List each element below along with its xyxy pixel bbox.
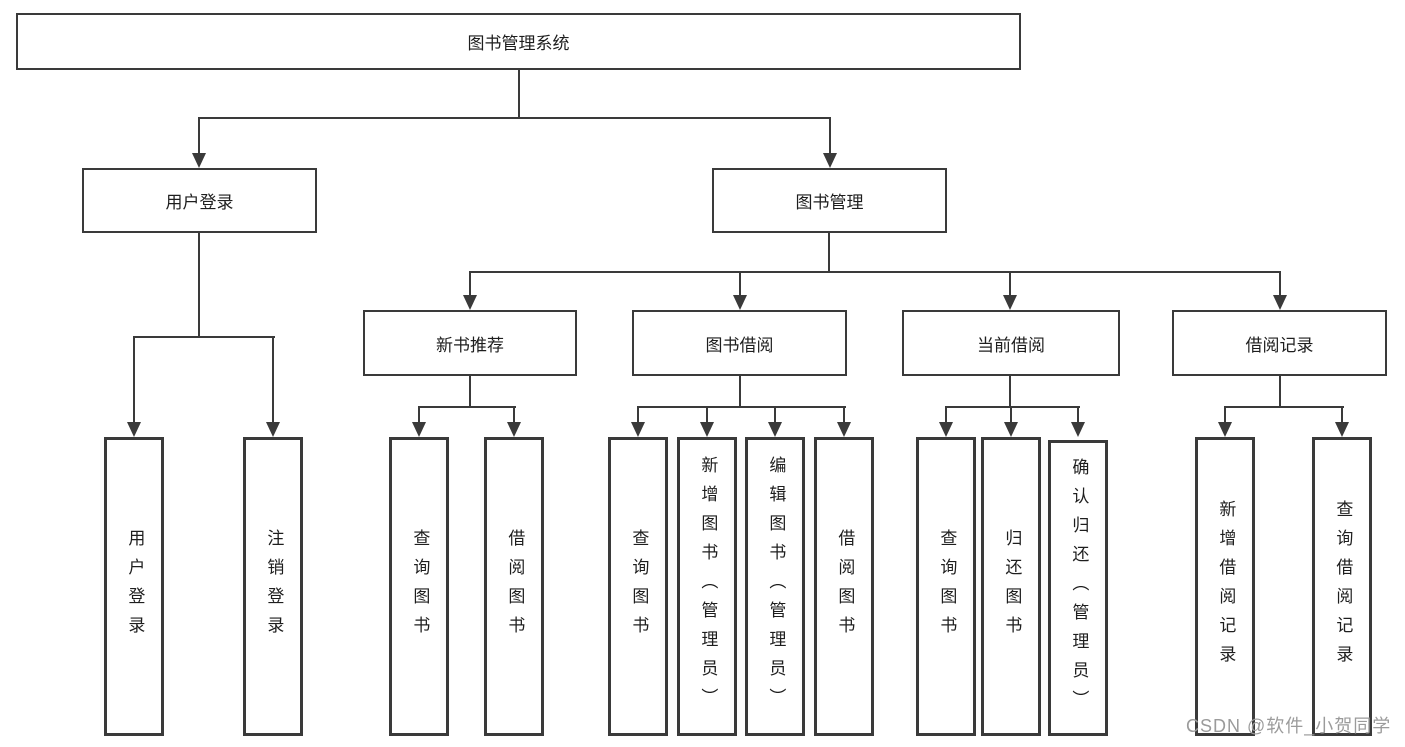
node-query-books-1: 查询图书 [389, 437, 449, 736]
node-library-management-system: 图书管理系统 [16, 13, 1021, 70]
node-query-books-3: 查询图书 [916, 437, 976, 736]
connector-drop-add-book [706, 406, 708, 424]
connector-recommendation-stem [469, 374, 471, 407]
connector-user-login-branch [133, 336, 275, 338]
connector-drop-query-books-2 [637, 406, 639, 424]
connector-drop-confirm-return [1077, 406, 1079, 424]
connector-drop-borrowing-records [1279, 271, 1281, 299]
node-user-login: 用户登录 [82, 168, 317, 233]
connector-records-branch [1224, 406, 1344, 408]
connector-current-branch [945, 406, 1080, 408]
node-new-book-recommendation: 新书推荐 [363, 310, 577, 376]
node-query-borrow-record: 查询借阅记录 [1312, 437, 1372, 736]
connector-current-stem [1009, 374, 1011, 407]
arrowhead-query-books-3 [939, 422, 953, 437]
arrowhead-borrow-books-1 [507, 422, 521, 437]
node-logout: 注销登录 [243, 437, 303, 736]
node-book-management: 图书管理 [712, 168, 947, 233]
connector-book-management-stem [828, 231, 830, 273]
connector-drop-logout [272, 336, 274, 424]
arrowhead-query-borrow-record [1335, 422, 1349, 437]
connector-records-stem [1279, 374, 1281, 407]
arrowhead-logout [266, 422, 280, 437]
node-borrow-books-2: 借阅图书 [814, 437, 874, 736]
node-return-books: 归还图书 [981, 437, 1041, 736]
arrowhead-current-borrowing [1003, 295, 1017, 310]
arrowhead-edit-book [768, 422, 782, 437]
connector-drop-user-login-leaf [133, 336, 135, 424]
node-borrowing-records: 借阅记录 [1172, 310, 1387, 376]
connector-drop-new-book-recommendation [469, 271, 471, 299]
connector-drop-book-management [829, 117, 831, 155]
csdn-watermark: CSDN @软件_小贺同学 [1186, 716, 1392, 736]
connector-root-stem [518, 69, 520, 118]
arrowhead-confirm-return [1071, 422, 1085, 437]
connector-borrowing-branch [637, 406, 846, 408]
connector-drop-add-borrow-record [1224, 406, 1226, 424]
arrowhead-add-borrow-record [1218, 422, 1232, 437]
connector-user-login-stem [198, 231, 200, 337]
node-query-books-2: 查询图书 [608, 437, 668, 736]
connector-drop-query-books-3 [945, 406, 947, 424]
connector-drop-return-books [1010, 406, 1012, 424]
arrowhead-user-login [192, 153, 206, 168]
connector-book-management-branch [469, 271, 1281, 273]
arrowhead-add-book [700, 422, 714, 437]
connector-drop-edit-book [774, 406, 776, 424]
arrowhead-borrowing-records [1273, 295, 1287, 310]
arrowhead-user-login-leaf [127, 422, 141, 437]
connector-drop-book-borrowing [739, 271, 741, 299]
arrowhead-query-books-1 [412, 422, 426, 437]
node-user-login-leaf: 用户登录 [104, 437, 164, 736]
arrowhead-return-books [1004, 422, 1018, 437]
connector-recommendation-branch [418, 406, 516, 408]
connector-root-branch [198, 117, 831, 119]
arrowhead-book-management [823, 153, 837, 168]
arrowhead-borrow-books-2 [837, 422, 851, 437]
connector-drop-borrow-books-1 [513, 406, 515, 424]
node-book-borrowing: 图书借阅 [632, 310, 847, 376]
node-confirm-return-admin: 确认归还（管理员） [1048, 440, 1108, 736]
connector-drop-current-borrowing [1009, 271, 1011, 299]
node-current-borrowing: 当前借阅 [902, 310, 1120, 376]
arrowhead-new-book-recommendation [463, 295, 477, 310]
node-borrow-books-1: 借阅图书 [484, 437, 544, 736]
connector-drop-query-borrow-record [1341, 406, 1343, 424]
arrowhead-query-books-2 [631, 422, 645, 437]
connector-drop-borrow-books-2 [843, 406, 845, 424]
connector-drop-user-login [198, 117, 200, 155]
node-add-book-admin: 新增图书（管理员） [677, 437, 737, 736]
node-edit-book-admin: 编辑图书（管理员） [745, 437, 805, 736]
arrowhead-book-borrowing [733, 295, 747, 310]
node-add-borrow-record: 新增借阅记录 [1195, 437, 1255, 736]
connector-borrowing-stem [739, 374, 741, 407]
connector-drop-query-books-1 [418, 406, 420, 424]
